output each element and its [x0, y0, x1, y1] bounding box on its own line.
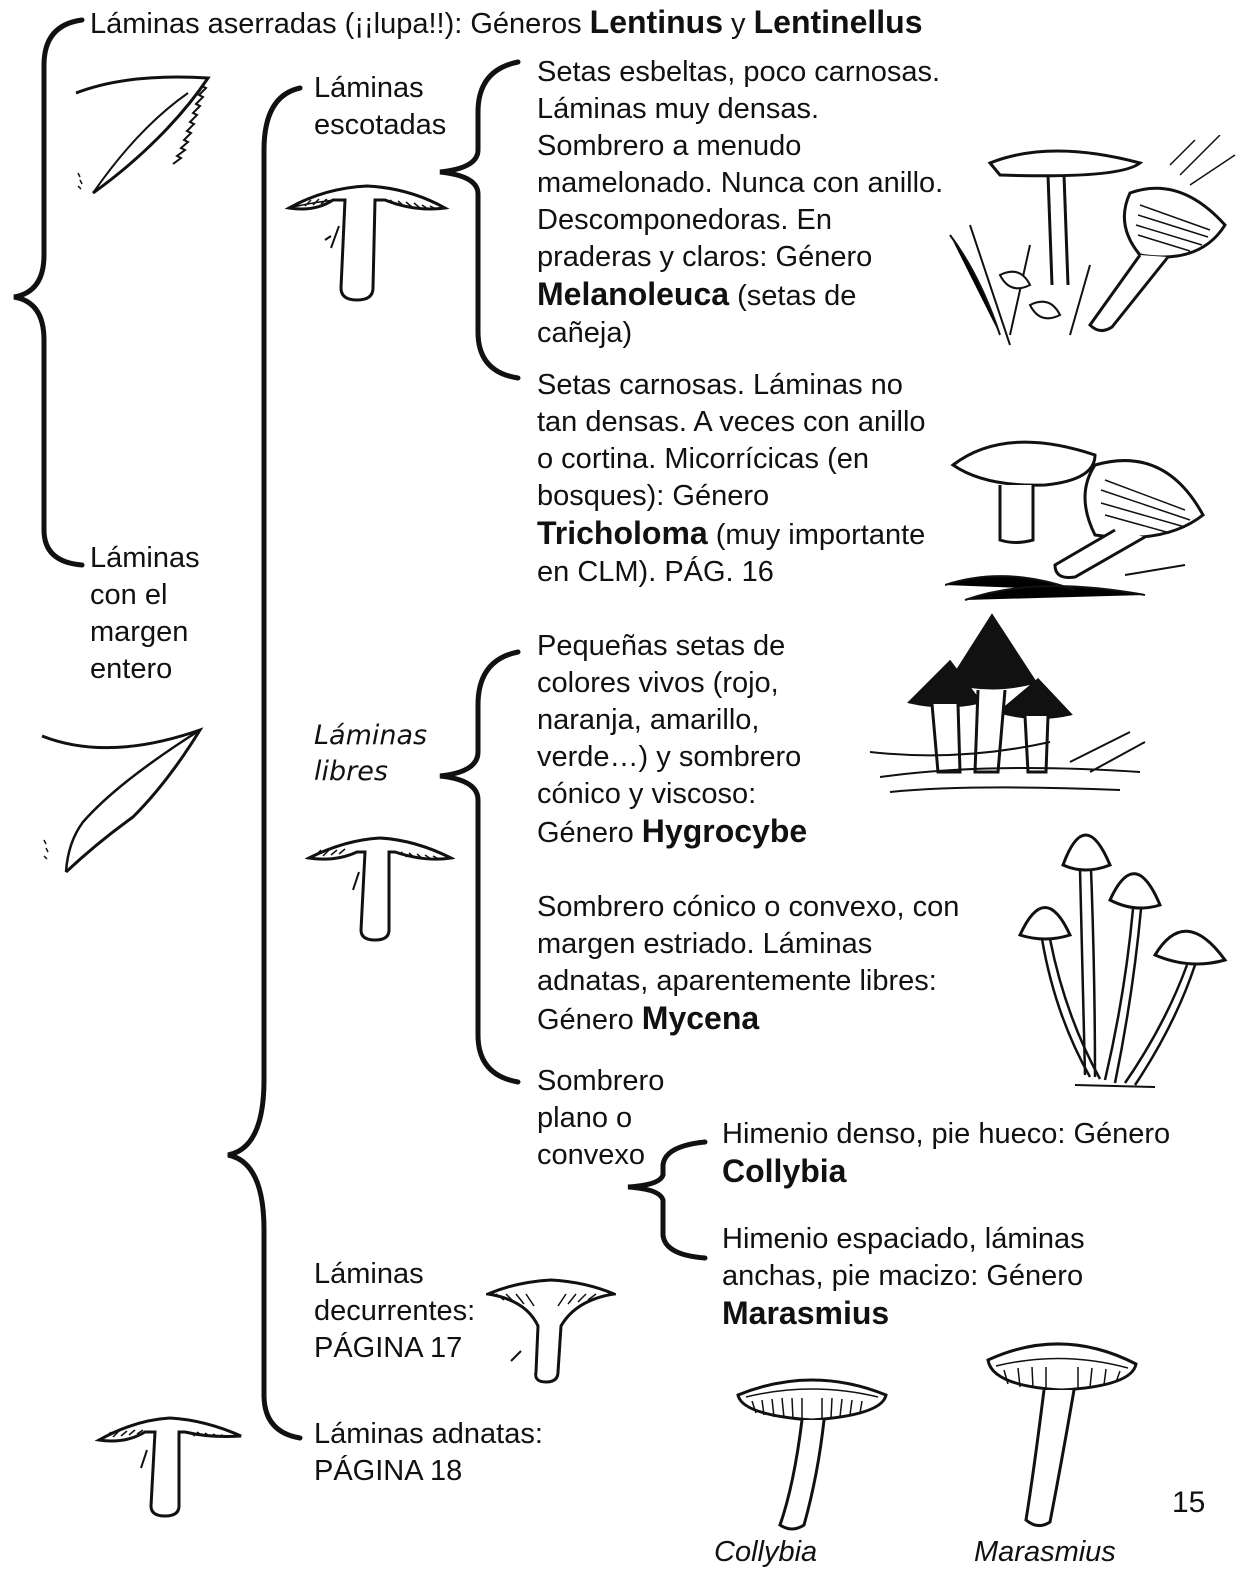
hygrocybe-description: Pequeñas setas de colores vivos (rojo, n… [537, 628, 807, 852]
escotadas-label: Láminas escotadas [314, 70, 446, 144]
tricholoma-description: Setas carnosas. Láminas no tan densas. A… [537, 367, 926, 591]
entire-margin-label: Láminas con el margen entero [90, 540, 200, 688]
melanoleuca-illustration [940, 135, 1240, 360]
genus-marasmius: Marasmius [722, 1295, 889, 1331]
libres-gill-illustration [305, 832, 455, 944]
serrated-gill-illustration [68, 68, 218, 198]
marasmius-description: Himenio espaciado, láminas anchas, pie m… [722, 1221, 1085, 1334]
page-number: 15 [1172, 1484, 1205, 1521]
libres-label: Láminas libres [314, 718, 427, 790]
genus-collybia: Collybia [722, 1153, 846, 1189]
caption-marasmius: Marasmius [974, 1534, 1116, 1571]
decurrentes-label: Láminas decurrentes: PÁGINA 17 [314, 1256, 475, 1367]
collybia-illustration [732, 1365, 892, 1535]
genus-melanoleuca: Melanoleuca [537, 276, 729, 312]
genus-mycena: Mycena [642, 1000, 759, 1036]
genus-tricholoma: Tricholoma [537, 515, 708, 551]
decurrentes-gill-illustration [486, 1276, 616, 1386]
melanoleuca-description: Setas esbeltas, poco carnosas. Láminas m… [537, 54, 943, 352]
genus-lentinus: Lentinus [590, 4, 723, 40]
tricholoma-text: Setas carnosas. Láminas no tan densas. A… [537, 369, 926, 512]
caption-collybia: Collybia [714, 1534, 817, 1571]
escotadas-brace [440, 62, 518, 378]
plano-convexo-label: Sombrero plano o convexo [537, 1063, 664, 1174]
entire-gill-illustration [38, 722, 208, 882]
genus-hygrocybe: Hygrocybe [642, 813, 807, 849]
serrated-text: Láminas aserradas (¡¡lupa!!): Géneros [90, 8, 590, 40]
melanoleuca-text: Setas esbeltas, poco carnosas. Láminas m… [537, 56, 943, 273]
collybia-text: Himenio denso, pie hueco: Género [722, 1118, 1170, 1150]
escotadas-gill-illustration [285, 178, 450, 306]
mycena-description: Sombrero cónico o convexo, con margen es… [537, 889, 959, 1039]
marasmius-illustration [982, 1330, 1142, 1535]
conjunction: y [723, 8, 754, 40]
mycena-illustration [1015, 805, 1230, 1095]
marasmius-text: Himenio espaciado, láminas anchas, pie m… [722, 1223, 1085, 1292]
adnatas-gill-illustration [95, 1408, 245, 1523]
serrated-gills-line: Láminas aserradas (¡¡lupa!!): Géneros Le… [90, 2, 923, 44]
adnatas-label: Láminas adnatas: PÁGINA 18 [314, 1416, 543, 1490]
hygrocybe-illustration [870, 612, 1148, 800]
tricholoma-illustration [945, 425, 1210, 603]
genus-lentinellus: Lentinellus [754, 4, 923, 40]
